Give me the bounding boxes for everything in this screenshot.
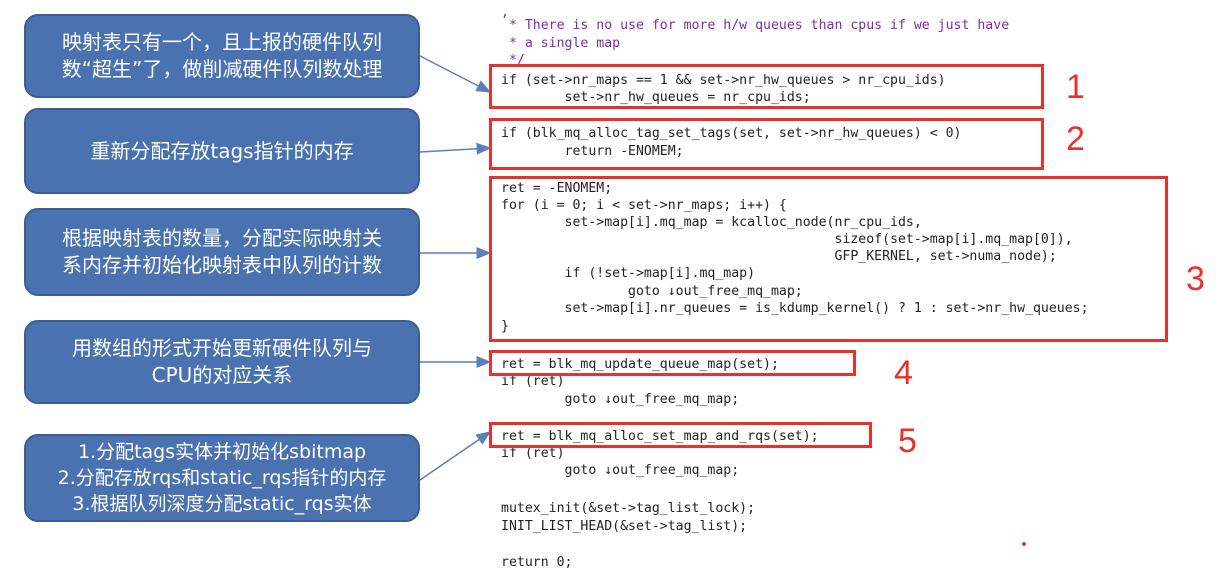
code-line: } <box>501 319 509 334</box>
annotation-box-2: 重新分配存放tags指针的内存 <box>24 108 420 194</box>
code-line: mutex_init(&set->tag_list_lock); <box>501 501 756 516</box>
step-number-1: 1 <box>1066 68 1085 106</box>
annotation-4-line-1: 用数组的形式开始更新硬件队列与 <box>72 336 372 360</box>
code-line: if (ret) <box>501 374 565 389</box>
code-line: GFP_KERNEL, set->numa_node); <box>501 249 1057 264</box>
code-line: return 0; <box>501 555 573 570</box>
code-line: for (i = 0; i < set->nr_maps; i++) { <box>501 198 787 213</box>
code-line: set->map[i].mq_map = kcalloc_node(nr_cpu… <box>501 215 922 230</box>
code-line: goto ↓out_free_mq_map; <box>501 392 740 407</box>
arrow-5 <box>419 431 492 481</box>
annotation-4-line-2: CPU的对应关系 <box>151 363 293 387</box>
annotation-5-line-3: 3.根据队列深度分配static_rqs实体 <box>72 493 372 515</box>
code-line: INIT_LIST_HEAD(&set->tag_list); <box>501 519 748 534</box>
annotation-box-4: 用数组的形式开始更新硬件队列与 CPU的对应关系 <box>24 320 420 404</box>
annotation-3-line-2: 系内存并初始化映射表中队列的计数 <box>62 253 382 277</box>
highlight-box-1 <box>489 64 1044 109</box>
step-number-4: 4 <box>894 354 913 392</box>
code-line: set->map[i].nr_queues = is_kdump_kernel(… <box>501 301 1089 316</box>
code-line: ret = blk_mq_update_queue_map(set); <box>501 357 779 372</box>
code-line: ret = -ENOMEM; <box>501 181 613 196</box>
stray-dot <box>1022 542 1026 546</box>
code-line: if (set->nr_maps == 1 && set->nr_hw_queu… <box>501 73 946 88</box>
code-line: * a single map <box>501 36 621 51</box>
code-line: if (blk_mq_alloc_tag_set_tags(set, set->… <box>501 126 962 141</box>
code-line: * There is no use for more h/w queues th… <box>501 18 1010 33</box>
annotation-3-line-1: 根据映射表的数量，分配实际映射关 <box>62 226 382 250</box>
annotation-box-3: 根据映射表的数量，分配实际映射关 系内存并初始化映射表中队列的计数 <box>24 208 420 296</box>
highlight-box-5 <box>489 422 872 448</box>
arrow-2 <box>419 142 492 155</box>
annotation-box-5: 1.分配tags实体并初始化sbitmap 2.分配存放rqs和static_r… <box>24 434 420 522</box>
highlight-box-4 <box>489 350 856 376</box>
step-number-2: 2 <box>1066 120 1085 158</box>
highlight-box-2 <box>489 118 1044 170</box>
step-number-5: 5 <box>898 422 917 460</box>
step-number-3: 3 <box>1186 260 1205 298</box>
code-line: sizeof(set->map[i].mq_map[0]), <box>501 232 1073 247</box>
annotation-box-1: 映射表只有一个，且上报的硬件队列 数“超生”了，做削减硬件队列数处理 <box>24 14 420 98</box>
annotation-1-line-1: 映射表只有一个，且上报的硬件队列 <box>62 30 382 54</box>
arrow-1 <box>419 55 492 93</box>
annotation-1-line-2: 数“超生”了，做削减硬件队列数处理 <box>61 57 383 81</box>
code-line: set->nr_hw_queues = nr_cpu_ids; <box>501 90 811 105</box>
code-line: if (!set->map[i].mq_map) <box>501 266 756 281</box>
code-line: if (ret) <box>501 446 565 461</box>
code-line: ret = blk_mq_alloc_set_map_and_rqs(set); <box>501 429 819 444</box>
highlight-box-3 <box>489 176 1168 342</box>
annotation-5-line-1: 1.分配tags实体并初始化sbitmap <box>77 441 367 463</box>
code-line: return -ENOMEM; <box>501 144 684 159</box>
code-line: , <box>501 5 509 20</box>
annotation-2-line-1: 重新分配存放tags指针的内存 <box>90 138 354 163</box>
code-line: goto ↓out_free_mq_map; <box>501 463 740 478</box>
annotation-5-line-2: 2.分配存放rqs和static_rqs指针的内存 <box>57 467 387 489</box>
code-line: goto ↓out_free_mq_map; <box>501 284 803 299</box>
